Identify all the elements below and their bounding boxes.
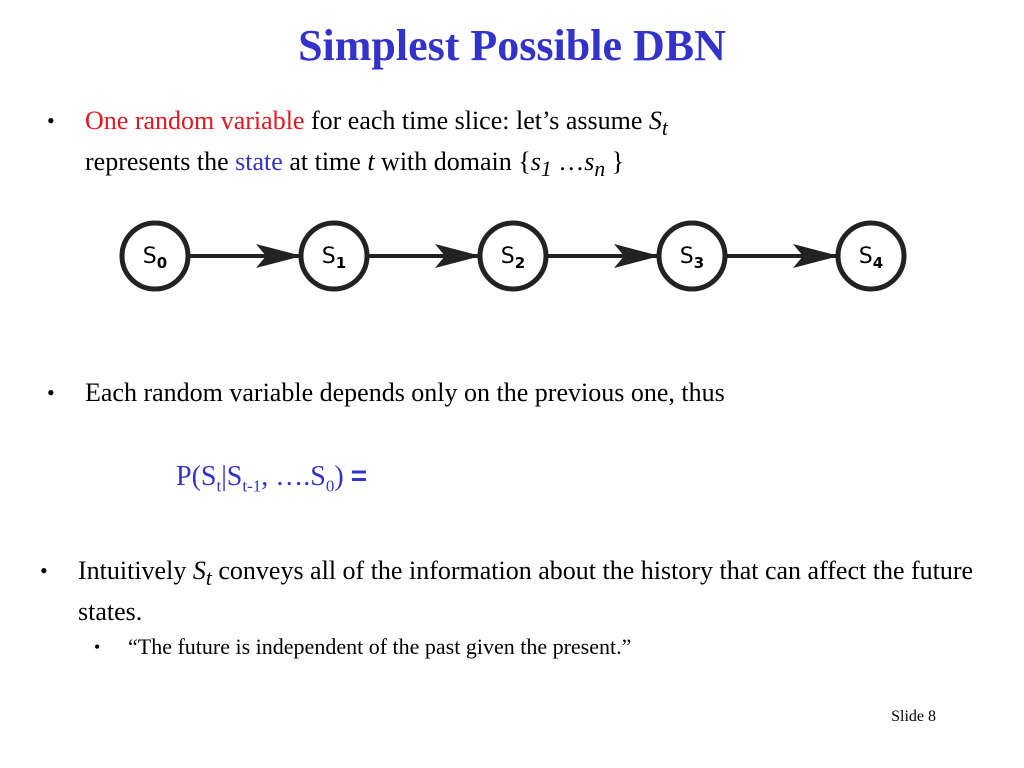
bullet-text: Intuitively <box>78 556 193 585</box>
chain-node <box>298 220 370 292</box>
highlight-one-random-variable: One random variable <box>85 106 305 135</box>
var-sn: s <box>584 147 595 177</box>
quote-text: “The future is independent of the past g… <box>128 634 632 659</box>
formula-sub: t <box>216 476 222 496</box>
var-t: t <box>661 116 668 141</box>
bullet-text: represents the <box>85 147 236 177</box>
chain-node <box>835 220 907 292</box>
bullet-one-random-variable: • One random variable for each time slic… <box>47 104 965 186</box>
bullet-text: : let’s assume <box>502 106 649 135</box>
highlight-state: state <box>235 147 283 177</box>
var-time-t: t <box>367 147 375 177</box>
var-s1: s <box>530 147 541 177</box>
formula-sub: 0 <box>325 476 335 496</box>
var-sn-sub: n <box>594 157 606 182</box>
bullet-dot: • <box>47 380 55 405</box>
bullet-dot: • <box>94 637 101 657</box>
chain-node <box>477 220 549 292</box>
formula-sub: t-1 <box>242 476 262 496</box>
bullet-text: … <box>551 147 585 177</box>
bullet-text: for each time slice <box>304 106 503 135</box>
slide-number: Slide 8 <box>891 708 936 725</box>
var-S: S <box>192 556 206 585</box>
chain-node <box>119 220 191 292</box>
bullet-dot: • <box>47 108 55 133</box>
bullet-dot: • <box>40 558 48 583</box>
formula-part: |S <box>221 461 243 492</box>
slide-title: Simplest Possible DBN <box>298 21 726 70</box>
formula-part: P(S <box>176 461 217 492</box>
chain-node <box>656 220 728 292</box>
bullet-depends-previous: • Each random variable depends only on t… <box>47 376 965 410</box>
bullet-text: } <box>605 147 625 177</box>
formula-equals: = <box>350 460 368 491</box>
markov-formula: P(St|St-1, ….S0) = <box>176 458 367 505</box>
formula-part: ) <box>334 461 351 492</box>
bullet-text: Each random variable depends only on the… <box>85 378 725 407</box>
bullet-text: at time <box>282 147 368 177</box>
var-s1-sub: 1 <box>540 157 552 182</box>
subbullet-quote: • “The future is independent of the past… <box>94 632 928 662</box>
bullet-text: conveys all of the information about the… <box>78 556 974 627</box>
bullet-text: with domain { <box>374 147 531 177</box>
var-t: t <box>205 566 212 591</box>
var-S: S <box>648 106 662 135</box>
bullet-intuitively: • Intuitively St conveys all of the info… <box>40 554 978 629</box>
formula-part: , ….S <box>261 461 326 492</box>
